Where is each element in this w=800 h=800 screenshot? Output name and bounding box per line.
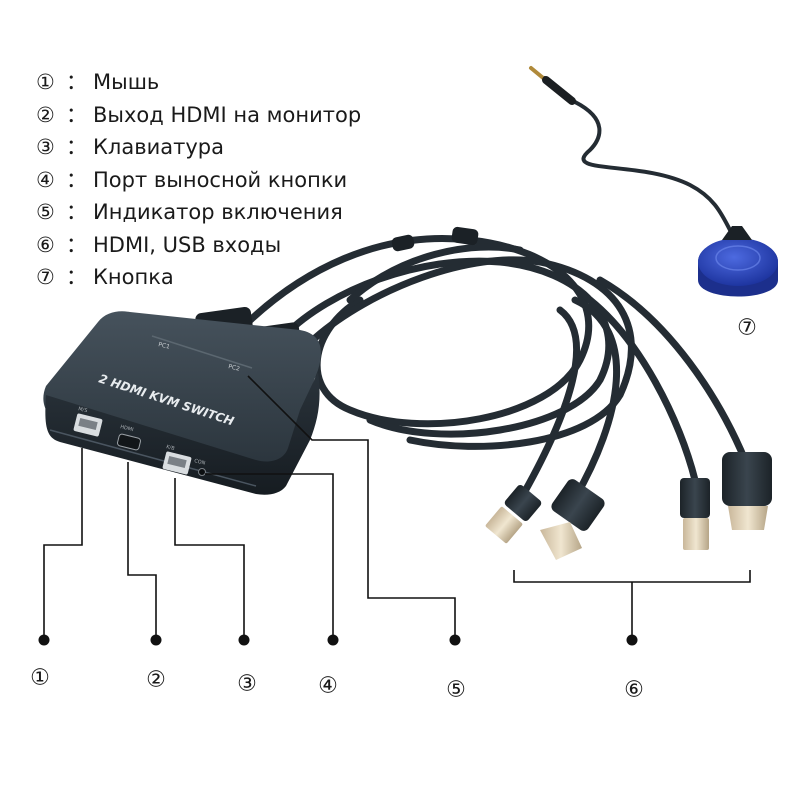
legend-number: ⑤	[36, 200, 55, 224]
legend-number: ①	[36, 70, 55, 94]
legend-number: ⑦	[36, 265, 55, 289]
callout-1: ①	[30, 665, 50, 691]
legend-item: ④ ：Порт выносной кнопки	[36, 164, 361, 197]
callout-6: ⑥	[624, 677, 644, 703]
callout-5: ⑤	[446, 677, 466, 703]
callout-4: ④	[318, 673, 338, 699]
legend-text: Порт выносной кнопки	[93, 167, 348, 192]
leader-dots	[38, 634, 638, 646]
legend-separator: ：	[66, 200, 87, 224]
legend-text: Кнопка	[93, 265, 174, 289]
legend-item: ② ：Выход HDMI на монитор	[36, 99, 361, 132]
pc1-label: PC1	[158, 341, 171, 351]
callout-2: ②	[146, 667, 166, 693]
legend-separator: ：	[66, 232, 87, 257]
legend-separator: ：	[66, 167, 87, 192]
legend-text: Клавиатура	[93, 135, 224, 159]
pc2-label: PC2	[228, 363, 241, 373]
hdmi-plug-2-icon	[722, 452, 772, 530]
hdmi-plug-1-icon	[540, 479, 605, 560]
legend-separator: ：	[66, 102, 87, 127]
legend-number: ②	[36, 102, 55, 127]
callout-3: ③	[237, 671, 257, 697]
legend-separator: ：	[66, 265, 87, 289]
port-label-keyboard: K/B	[166, 444, 176, 452]
legend-number: ⑥	[36, 232, 55, 257]
legend-separator: ：	[66, 135, 87, 159]
callout-7: ⑦	[737, 315, 757, 341]
legend-item: ⑥ ：HDMI, USB входы	[36, 229, 361, 262]
port-label-mouse: M/S	[78, 406, 88, 414]
hdmi-output-port	[117, 433, 141, 451]
legend-number: ③	[36, 135, 55, 159]
legend-item: ⑦ ：Кнопка	[36, 261, 361, 294]
legend-item: ⑤ ：Индикатор включения	[36, 196, 361, 229]
kvm-device	[43, 306, 321, 495]
cable-bundle	[236, 234, 749, 504]
port-label-hdmi: HDMI	[120, 424, 134, 433]
leader-lines	[43, 375, 751, 640]
usb-plug-2-icon	[680, 478, 710, 550]
ferrite-cores	[391, 226, 479, 252]
remote-button-jack	[198, 468, 206, 476]
legend-number: ④	[36, 167, 55, 192]
legend-text: Выход HDMI на монитор	[93, 102, 362, 127]
legend-text: HDMI, USB входы	[93, 232, 282, 257]
legend-text: Индикатор включения	[93, 200, 343, 224]
legend: ①：Мышь ②：Выход HDMI на монитор ③：Клавиат…	[36, 66, 361, 294]
usb-plug-1-icon	[485, 485, 542, 544]
audio-jack-plug-icon	[529, 66, 576, 105]
legend-item: ③ ：Клавиатура	[36, 131, 361, 164]
legend-separator: ：	[66, 70, 87, 94]
legend-item: ① ：Мышь	[36, 66, 361, 99]
port-label-button: CON	[194, 458, 207, 467]
legend-text: Мышь	[93, 70, 160, 94]
remote-button-icon	[698, 226, 778, 297]
